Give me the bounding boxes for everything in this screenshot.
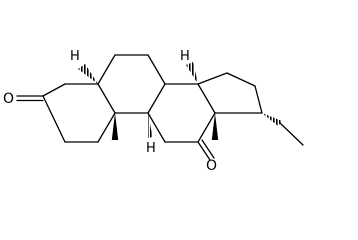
bond-c14-c13 [197,83,216,114]
hash-bond-c9-h [148,113,153,138]
bond-c5-c6 [97,54,116,85]
hash-bond-c14-h [186,62,198,84]
methyl-c19-wedge [111,113,119,140]
bond-lines [16,54,304,161]
bond-c11-c9 [147,112,166,143]
bond-c7-c8 [147,54,166,85]
bond-c5-c10 [97,83,116,114]
bond-c13-c12 [197,112,216,143]
oxygen-ring-a-label: O [3,91,14,107]
hash-bond-c17-ethyl [262,113,282,126]
bond-c16-c17 [254,85,263,114]
bond-c12-o-single [197,141,211,161]
bond-c8-c9 [147,83,166,114]
structure-canvas: O O H H H [3,49,304,171]
bond-c3-c4 [42,83,66,97]
bond-c14-c15 [197,72,228,85]
hydrogen-c9-label: H [146,141,156,156]
hydrogen-c5-label: H [70,49,80,64]
hydrogen-c14-label: H [180,49,190,64]
bond-c20-c21 [279,122,304,146]
hash-bond-c5-h [78,64,98,84]
bond-c15-c16 [226,72,256,87]
bond-c10-c1 [97,112,116,143]
oxygen-ring-c-label: O [206,158,217,171]
bond-c2-c3 [42,95,66,143]
bond-c12-o-double [201,139,215,159]
steroid-structure-diagram: O O H H H [3,49,304,171]
methyl-c18-wedge [211,113,219,140]
